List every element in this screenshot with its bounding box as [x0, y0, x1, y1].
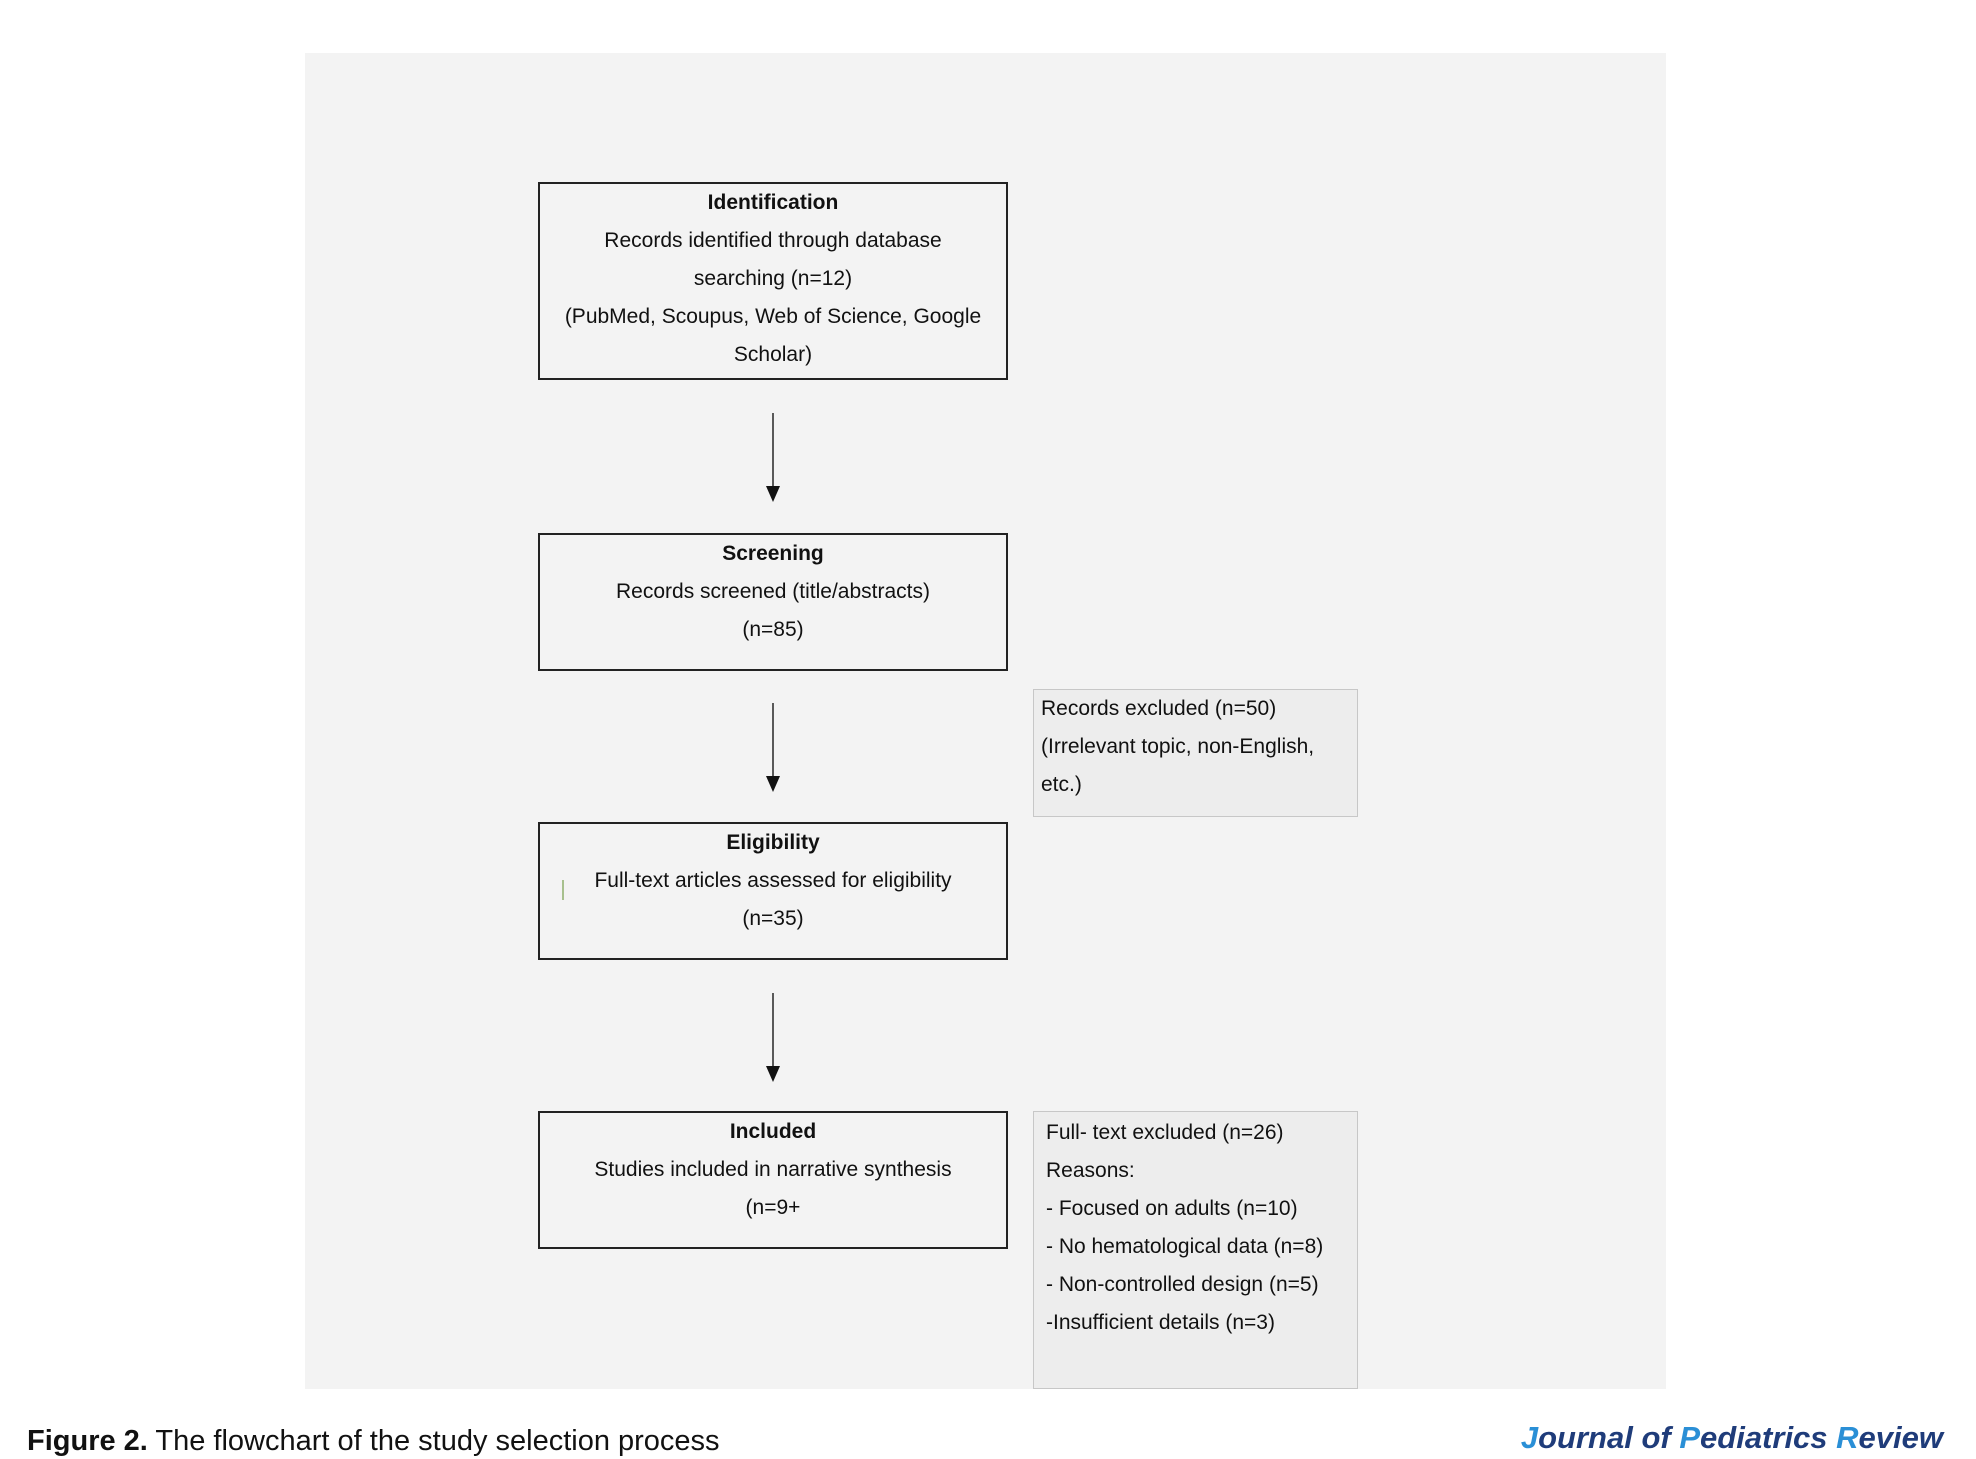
journal-logo: Journal of Pediatrics Review [1521, 1420, 1943, 1456]
fulltext-excluded-box: Full- text excluded (n=26) Reasons: - Fo… [1033, 1111, 1358, 1389]
journal-letter-p: P [1679, 1420, 1701, 1455]
journal-letter-r: R [1836, 1420, 1859, 1455]
screening-line-1: Records screened (title/abstracts) [616, 580, 930, 603]
journal-part-2: ediatrics [1700, 1420, 1837, 1455]
included-line-1: Studies included in narrative synthesis [594, 1158, 952, 1181]
records-excluded-box: Records excluded (n=50) (Irrelevant topi… [1033, 689, 1358, 817]
green-cursor-mark [562, 880, 564, 900]
fulltext-excluded-line-3: - Focused on adults (n=10) [1046, 1197, 1298, 1220]
fulltext-excluded-line-1: Full- text excluded (n=26) [1046, 1121, 1284, 1144]
fulltext-excluded-line-6: -Insufficient details (n=3) [1046, 1311, 1275, 1334]
fulltext-excluded-line-5: - Non-controlled design (n=5) [1046, 1273, 1319, 1296]
identification-line-2: searching (n=12) [693, 267, 853, 290]
records-excluded-line-3: etc.) [1041, 773, 1082, 796]
journal-letter-j: J [1520, 1420, 1539, 1455]
eligibility-line-1: Full-text articles assessed for eligibil… [594, 869, 952, 892]
screening-line-2: (n=85) [742, 618, 804, 641]
identification-line-1: Records identified through database [604, 229, 942, 252]
identification-line-4: Scholar) [733, 343, 813, 366]
journal-part-1: ournal of [1538, 1420, 1680, 1455]
figure-panel: Identification Records identified throug… [305, 53, 1666, 1389]
screening-box: Screening Records screened (title/abstra… [538, 533, 1008, 671]
identification-box: Identification Records identified throug… [538, 182, 1008, 380]
eligibility-title: Eligibility [726, 831, 820, 854]
figure-caption-label: Figure 2. [27, 1425, 148, 1457]
eligibility-line-2: (n=35) [742, 907, 804, 930]
arrow-down-2 [766, 703, 780, 792]
arrow-down-1 [766, 413, 780, 502]
included-line-2: (n=9+ [745, 1196, 801, 1219]
figure-caption: Figure 2. The flowchart of the study sel… [27, 1425, 720, 1458]
identification-line-3: (PubMed, Scoupus, Web of Science, Google [564, 305, 982, 328]
records-excluded-line-2: (Irrelevant topic, non-English, [1041, 735, 1315, 758]
arrow-down-3 [766, 993, 780, 1082]
fulltext-excluded-line-2: Reasons: [1046, 1159, 1135, 1182]
included-title: Included [729, 1120, 817, 1143]
screening-title: Screening [722, 542, 824, 565]
fulltext-excluded-line-4: - No hematological data (n=8) [1046, 1235, 1324, 1258]
identification-title: Identification [707, 191, 839, 214]
journal-part-3: eview [1858, 1420, 1943, 1455]
records-excluded-line-1: Records excluded (n=50) [1041, 697, 1277, 720]
figure-caption-text: The flowchart of the study selection pro… [147, 1425, 720, 1457]
included-box: Included Studies included in narrative s… [538, 1111, 1008, 1249]
eligibility-box: Eligibility Full-text articles assessed … [538, 822, 1008, 960]
